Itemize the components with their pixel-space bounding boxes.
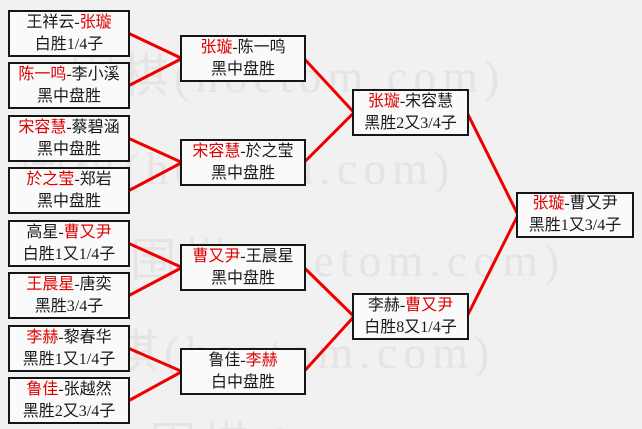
player-name: 张越然 xyxy=(63,380,112,398)
match-result: 白胜1/4子 xyxy=(34,35,104,53)
watermark-text: 围棋(hoetom.com) xyxy=(150,408,585,429)
player-name: 李赫 xyxy=(245,351,278,369)
match-result: 黑中盘胜 xyxy=(36,192,101,210)
player-name: 鲁佳 xyxy=(208,351,241,369)
player-name: 黎春华 xyxy=(63,328,112,346)
player-name: 王晨星 xyxy=(26,275,75,293)
player-name: 张璇 xyxy=(79,13,112,31)
match-box: 王祥云-张璇 白胜1/4子 xyxy=(8,10,130,57)
player-name: 宋容慧 xyxy=(192,142,241,160)
match-box: 宋容慧-於之莹 黑中盘胜 xyxy=(180,139,306,186)
match-box: 曹又尹-王晨星 黑中盘胜 xyxy=(180,244,306,291)
match-box: 张璇-陈一鸣 黑中盘胜 xyxy=(180,35,306,82)
player-name: 高星 xyxy=(26,223,59,241)
match-box: 於之莹-郑岩 黑中盘胜 xyxy=(8,167,130,214)
match-result: 黑胜1又3/4子 xyxy=(528,217,622,234)
match-box: 李赫-黎春华 黑胜1又1/4子 xyxy=(8,325,130,372)
player-name: 张璇 xyxy=(367,92,400,110)
match-box: 高星-曹又尹 白胜1又1/4子 xyxy=(8,220,130,267)
match-result: 黑中盘胜 xyxy=(210,164,275,182)
match-result: 黑胜2又3/4子 xyxy=(22,402,116,420)
player-name: 李小溪 xyxy=(71,65,120,83)
player-name: 张璇 xyxy=(532,195,565,212)
player-name: 於之莹 xyxy=(245,142,294,160)
name-separator: - xyxy=(74,275,80,293)
name-separator: - xyxy=(58,380,64,398)
match-box: 王晨星-唐奕 黑胜3/4子 xyxy=(8,272,130,319)
name-separator: - xyxy=(240,247,246,265)
player-name: 王祥云 xyxy=(26,13,75,31)
player-name: 曹又尹 xyxy=(192,247,241,265)
player-name: 李赫 xyxy=(26,328,59,346)
player-name: 曹又尹 xyxy=(63,223,112,241)
player-name: 宋容慧 xyxy=(18,118,67,136)
player-name: 於之莹 xyxy=(26,170,75,188)
player-name: 鲁佳 xyxy=(26,380,59,398)
player-name: 曹又尹 xyxy=(569,195,618,212)
match-result: 白中盘胜 xyxy=(210,373,275,391)
match-box: 陈一鸣-李小溪 黑中盘胜 xyxy=(8,62,130,109)
match-result: 黑中盘胜 xyxy=(36,140,101,158)
match-box: 鲁佳-李赫 白中盘胜 xyxy=(180,348,306,395)
match-result: 黑中盘胜 xyxy=(210,60,275,78)
name-separator: - xyxy=(58,223,64,241)
name-separator: - xyxy=(74,170,80,188)
match-box: 宋容慧-蔡碧涵 黑中盘胜 xyxy=(8,115,130,162)
player-name: 陈一鸣 xyxy=(237,38,286,56)
player-name: 王晨星 xyxy=(245,247,294,265)
player-name: 蔡碧涵 xyxy=(71,118,120,136)
match-box: 张璇-宋容慧 黑胜2又3/4子 xyxy=(352,89,469,136)
match-result: 黑中盘胜 xyxy=(210,269,275,287)
player-name: 唐奕 xyxy=(79,275,112,293)
player-name: 宋容慧 xyxy=(405,92,454,110)
player-name: 李赫 xyxy=(367,296,400,314)
name-separator: - xyxy=(66,118,72,136)
name-separator: - xyxy=(240,351,246,369)
player-name: 曹又尹 xyxy=(405,296,454,314)
match-result: 白胜8又1/4子 xyxy=(364,318,457,336)
match-box: 鲁佳-张越然 黑胜2又3/4子 xyxy=(8,377,130,424)
match-result: 黑胜1又1/4子 xyxy=(22,350,116,368)
match-box: 张璇-曹又尹 黑胜1又3/4子 xyxy=(516,192,634,238)
player-name: 郑岩 xyxy=(79,170,112,188)
player-name: 陈一鸣 xyxy=(18,65,67,83)
name-separator: - xyxy=(74,13,80,31)
match-result: 黑胜2又3/4子 xyxy=(364,114,457,132)
match-result: 黑胜3/4子 xyxy=(34,297,104,315)
match-result: 白胜1又1/4子 xyxy=(22,245,116,263)
match-result: 黑中盘胜 xyxy=(36,87,101,105)
name-separator: - xyxy=(58,328,64,346)
name-separator: - xyxy=(232,38,238,56)
match-box: 李赫-曹又尹 白胜8又1/4子 xyxy=(352,293,469,340)
name-separator: - xyxy=(564,195,570,212)
name-separator: - xyxy=(240,142,246,160)
name-separator: - xyxy=(399,296,406,314)
player-name: 张璇 xyxy=(200,38,233,56)
name-separator: - xyxy=(66,65,72,83)
name-separator: - xyxy=(399,92,406,110)
